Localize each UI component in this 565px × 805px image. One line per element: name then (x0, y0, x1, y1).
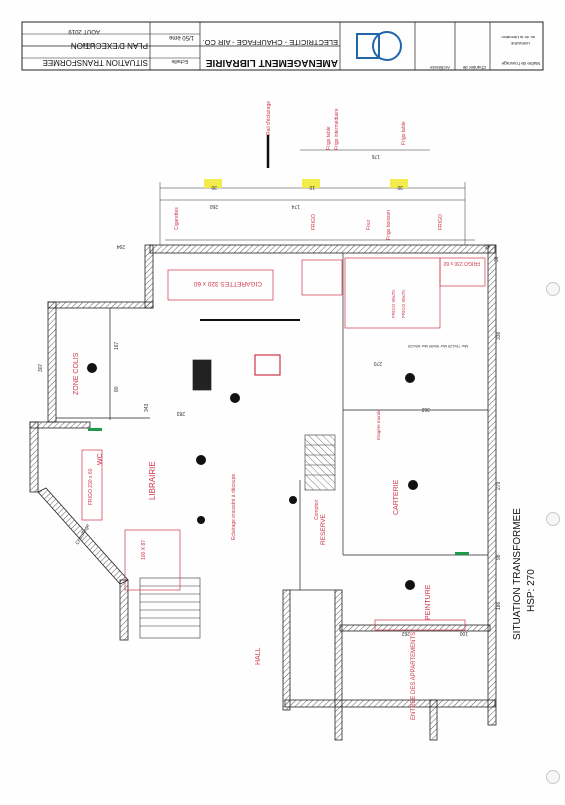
comptoir-label: Comptoir (314, 499, 320, 520)
client-line-3: av. de la Liberation (501, 35, 535, 40)
dim-176: 176 (371, 153, 380, 159)
dim-98: 98 (496, 554, 502, 560)
date-label: Date (82, 41, 94, 47)
scale-label: Echelle (171, 58, 188, 64)
dim-336: 336 (496, 331, 502, 340)
dim-174: 174 (291, 203, 300, 209)
project-subtitle: ELECTRICITE - CHAUFFAGE - AIR CO. (203, 38, 338, 47)
frigo-table-label: Frigo table (326, 126, 332, 150)
frigo-90b-label: FRIGO 90x70 (401, 290, 406, 318)
maitre-oeuvre: Chantier de (462, 65, 486, 70)
highlight-2: 10 (309, 184, 315, 190)
binder-hole (546, 512, 560, 526)
frigo-90-label: FRIGO 90x70 (391, 290, 396, 318)
dim-36: 36 (494, 256, 500, 262)
highlight-3: 30 (397, 184, 403, 190)
room-peinture: PEINTURE (425, 584, 432, 620)
dim-279: 279 (496, 481, 502, 490)
dim-307: 307 (38, 363, 44, 372)
dim-80: 80 (114, 386, 120, 392)
frigo-table2-label: Frigo table (401, 121, 407, 145)
dims-block-label: Mur 70x125 Mur 90x90 Mur 60x120 (408, 344, 468, 348)
four-label: Four (366, 219, 372, 230)
scale-value: 1/50 ème (168, 34, 194, 40)
etagere-label: Etagère murale (376, 409, 381, 440)
client-line-2: LIBRAIRIE (510, 41, 530, 46)
furniture-size: 100 X 87 (141, 540, 147, 560)
staircase (139, 434, 336, 639)
binder-hole (546, 282, 560, 296)
room-reserve: RESERVE (320, 513, 327, 545)
plan-title-2: SITUATION TRANSFORMEE (43, 58, 149, 67)
project-title: AMENAGEMENT LIBRAIRIE (205, 57, 338, 68)
frigo-top-label: FRIGO 230 x 60 (443, 260, 480, 266)
client-line-1: Maître de l'ouvrage (501, 61, 540, 66)
situation-title: SITUATION TRANSFORMEE (512, 508, 523, 640)
dim-262: 262 (401, 630, 410, 636)
interior-partitions (56, 253, 488, 631)
room-zone-colis: ZONE COLIS (73, 352, 80, 395)
dim-186: 186 (496, 601, 502, 610)
eclairage-label: Eclairage encastré à découpe (231, 474, 237, 540)
architect-label: Architecte (429, 65, 450, 70)
dim-167: 167 (114, 341, 120, 350)
building-walls (29, 244, 497, 741)
room-hall: HALL (255, 647, 262, 665)
room-librairie: LIBRAIRIE (148, 461, 157, 500)
hsp-label: HSP: 270 (526, 569, 537, 612)
plan-title-1: PLAN D'EXECUTION (71, 41, 148, 50)
dim-260: 260 (209, 203, 218, 209)
frigo-label: FRIGO (311, 214, 317, 230)
binder-hole (546, 770, 560, 784)
top-dimension-area (159, 135, 475, 245)
room-carterie: CARTERIE (393, 479, 400, 515)
date-value: AOUT 2019 (68, 28, 100, 34)
cigarettes-rot-label: Cigarettes (174, 207, 180, 230)
frigo-wc-label: FRIGO 230 x 60 (88, 468, 94, 505)
frigo-boisson-label: Frigo boisson (386, 210, 392, 240)
title-block: Maître de l'ouvrage LIBRAIRIE av. de la … (21, 21, 544, 71)
dim-343: 343 (144, 403, 150, 412)
dim-270: 270 (373, 360, 382, 366)
dim-100: 100 (459, 630, 468, 636)
room-wc: WC (97, 453, 104, 465)
room-cigarettes: CIGARETTES 320 x 60 (193, 280, 262, 287)
green-marker (88, 428, 102, 431)
highlight-1: 30 (211, 184, 217, 190)
dim-283: 283 (176, 410, 185, 416)
dim-294: 294 (116, 243, 125, 249)
frigo-inter-label: Frigo intermédiaire (334, 108, 340, 150)
dim-362: 362 (421, 406, 430, 412)
company-logo (356, 31, 402, 61)
frigo-bottom-label: FRIGO (438, 214, 444, 230)
rail-label: Rail d'éclairage (266, 101, 272, 135)
light-fixtures (87, 363, 418, 590)
room-entree: ENTREE DES APPARTEMENTS (411, 632, 417, 720)
green-marker (455, 552, 469, 555)
dimension-highlights (204, 179, 408, 188)
